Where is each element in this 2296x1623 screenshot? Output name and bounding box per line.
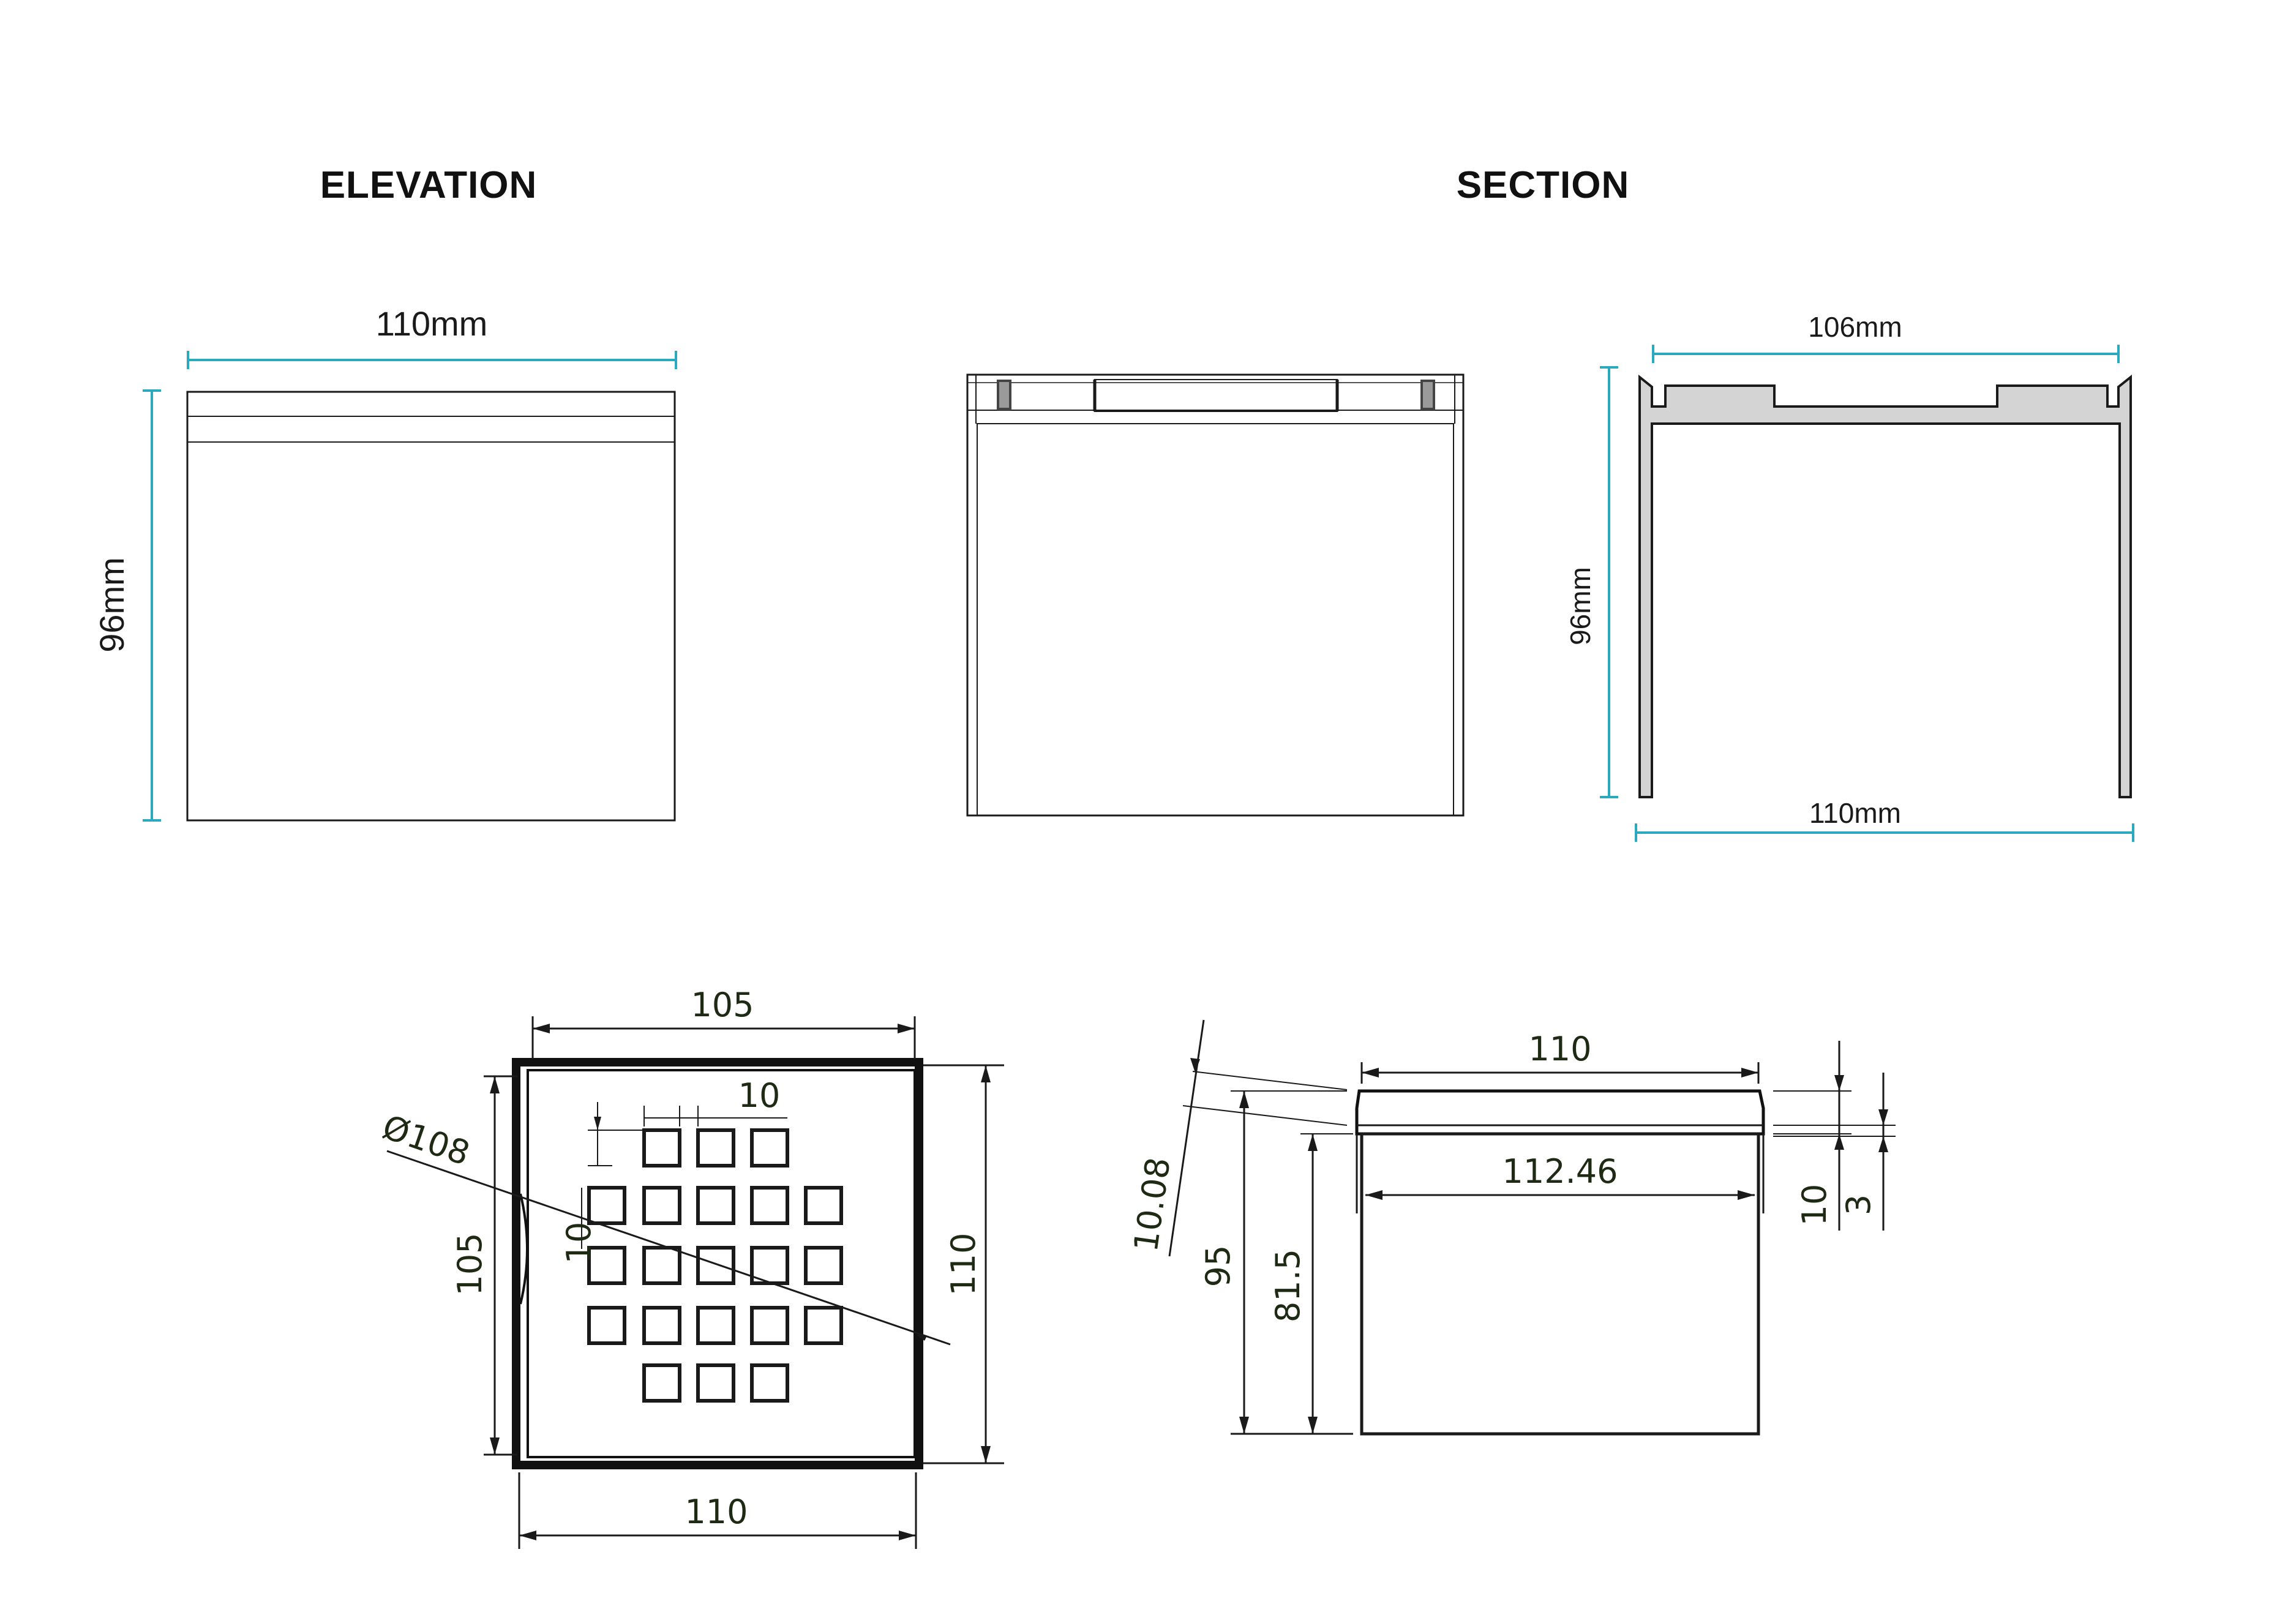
plan-diameter-leader [386, 1150, 951, 1346]
side-top-width-dimension [1360, 1062, 1760, 1084]
side-inner-width-label: 112.46 [1503, 1152, 1618, 1191]
elevation-heading: ELEVATION [320, 164, 538, 206]
side-overall-height-label: 95 [1199, 1245, 1237, 1288]
section-height-label: 96mm [1564, 567, 1596, 645]
section-clip-right [1420, 380, 1435, 410]
elevation-height-label: 96mm [92, 557, 131, 653]
elevation-width-label: 110mm [376, 304, 488, 343]
plan-slot-grid [587, 1128, 843, 1403]
side-rim-label: 3 [1839, 1194, 1878, 1215]
side-overall-height-dimension [1231, 1090, 1353, 1435]
side-top-width-label: 110 [1528, 1030, 1591, 1068]
section-top-width-label: 106mm [1808, 311, 1902, 343]
side-slant-dimension [1168, 1019, 1348, 1257]
elevation-height-dimension [143, 389, 161, 822]
section-height-dimension [1600, 366, 1618, 798]
section-top-width-dimension [1652, 345, 2120, 363]
section-profile-shape [1638, 374, 2132, 798]
side-body-height-label: 81.5 [1269, 1249, 1307, 1322]
side-drawing: 110 112.46 10.08 95 [1127, 1019, 1896, 1436]
section-front-view [966, 373, 1465, 817]
side-inner-width-dimension [1365, 1190, 1755, 1200]
plan-slot-spacing-dimension [643, 1106, 787, 1126]
section-heading: SECTION [1457, 164, 1630, 206]
plan-bottom-dim-label: 110 [685, 1493, 748, 1531]
plan-top-dim-label: 105 [691, 986, 754, 1024]
plan-slot-height-label: 10 [560, 1222, 598, 1264]
section-profile-view: 106mm 96mm 110mm [1564, 311, 2134, 842]
section-bottom-width-dimension [1635, 823, 2134, 842]
elevation-body [186, 391, 676, 822]
plan-right-dim-label: 110 [944, 1232, 983, 1295]
plan-diameter-label: Ø108 [378, 1108, 475, 1173]
plan-right-dimension [923, 1064, 1004, 1464]
side-lip-label: 10 [1795, 1184, 1834, 1226]
side-rim-dimension [1773, 1073, 1896, 1231]
plan-left-dim-label: 105 [451, 1232, 489, 1295]
side-body-height-dimension [1300, 1133, 1353, 1434]
elevation-view: 110mm 96mm [92, 304, 677, 822]
section-bottom-width-label: 110mm [1809, 797, 1901, 829]
side-slant-label: 10.08 [1127, 1155, 1178, 1254]
plan-top-dimension [531, 1016, 916, 1059]
plan-slot-spacing-label: 10 [738, 1076, 781, 1115]
elevation-width-dimension [187, 351, 677, 369]
plan-drawing: 105 110 105 110 [378, 986, 1004, 1549]
plan-left-dimension [484, 1075, 517, 1456]
section-clip-left [997, 380, 1011, 410]
plan-bottom-dimension [518, 1472, 917, 1549]
